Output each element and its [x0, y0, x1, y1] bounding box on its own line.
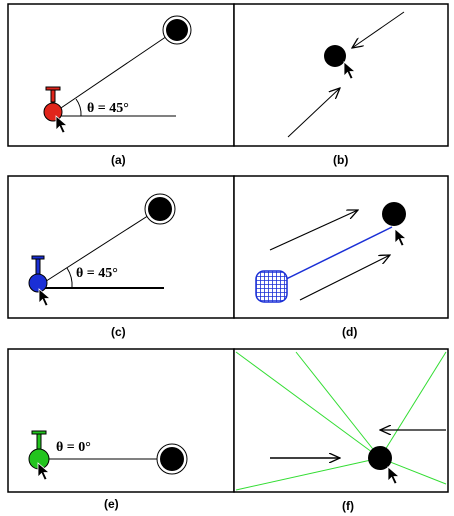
- panel-e-frame: [7, 348, 235, 493]
- panel-c-knob-head: [28, 273, 48, 293]
- panel-e: θ = 0° (e): [7, 348, 235, 511]
- panel-c-angle-arc: [66, 267, 73, 289]
- panel-d-grid-block: [255, 270, 288, 303]
- panel-f-frame: [233, 348, 449, 493]
- panel-a-frame: [7, 3, 235, 147]
- panel-f: (f): [233, 348, 449, 513]
- panel-a-target-ball: [162, 15, 192, 45]
- panel-f-ball: [368, 446, 392, 470]
- panel-e-knob-stem: [36, 433, 42, 450]
- panel-b-outgoing-arrow: [287, 88, 340, 138]
- panel-c-knob[interactable]: [28, 255, 48, 293]
- panel-e-angle-label: θ = 0°: [56, 440, 91, 455]
- panel-c-link: [39, 209, 158, 286]
- panel-c: θ = 45° (c): [7, 175, 235, 339]
- panel-a: θ = 45° (a): [7, 3, 235, 167]
- panel-c-angle-label: θ = 45°: [76, 266, 118, 281]
- panel-b-incoming-arrow: [352, 11, 405, 48]
- panel-c-knob-stem: [35, 258, 41, 275]
- panel-d-ball: [382, 202, 406, 226]
- panel-a-angle-label: θ = 45°: [87, 101, 129, 116]
- panel-b-ball: [324, 45, 346, 67]
- panel-d-blue-link: [269, 226, 393, 288]
- panel-e-knob[interactable]: [28, 430, 50, 470]
- panel-a-knob[interactable]: [43, 86, 63, 122]
- panel-f-caption: (f): [342, 499, 354, 513]
- panel-b-frame: [233, 3, 449, 147]
- panel-a-caption: (a): [111, 153, 126, 167]
- panel-d-lower-arrow: [299, 255, 390, 301]
- panel-d-caption: (d): [342, 325, 357, 339]
- panel-c-caption: (c): [111, 325, 126, 339]
- panel-e-caption: (e): [104, 497, 119, 511]
- panel-e-target-ball: [156, 443, 188, 475]
- panel-a-link: [54, 29, 177, 113]
- panel-c-target-ball: [144, 193, 176, 225]
- panel-b-caption: (b): [333, 153, 348, 167]
- panel-d-upper-arrow: [269, 210, 358, 251]
- panel-a-angle-arc: [75, 98, 82, 117]
- panel-d: (d): [233, 175, 449, 339]
- panel-a-knob-head: [43, 102, 63, 122]
- panel-a-knob-stem: [50, 89, 56, 103]
- panel-b: (b): [233, 3, 449, 167]
